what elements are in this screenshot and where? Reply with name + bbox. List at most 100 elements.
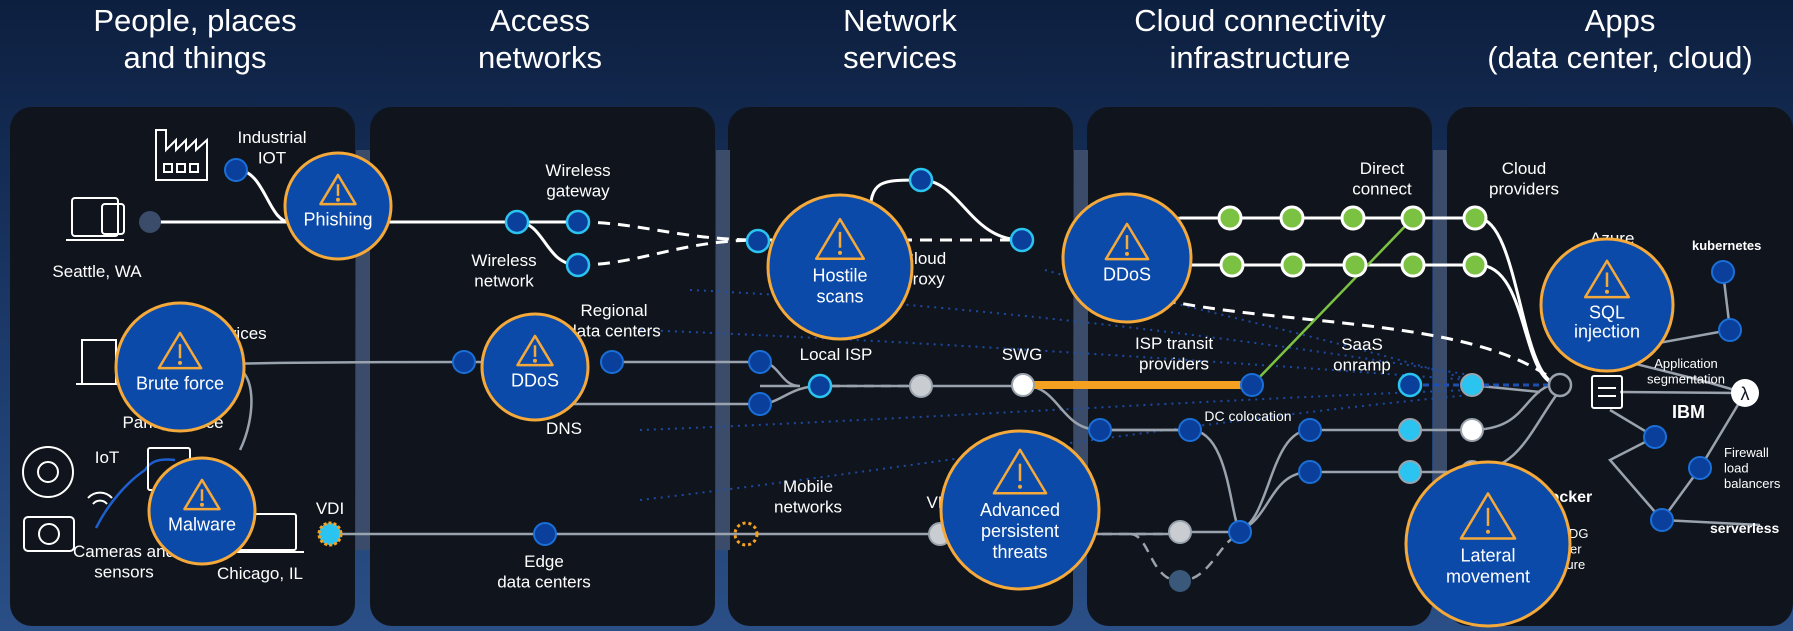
threat-bubble: Brute force: [114, 301, 246, 433]
node: [1217, 205, 1243, 231]
warning-icon: [1459, 492, 1517, 540]
svg-text:λ: λ: [1741, 384, 1750, 404]
node: [807, 373, 833, 399]
label-dns: DNS: [546, 419, 582, 438]
column-title-apps: Apps (data center, cloud): [1487, 3, 1753, 75]
node: [1398, 418, 1422, 442]
node: [1460, 373, 1484, 397]
node: [1711, 260, 1735, 284]
label-local-isp: Local ISP: [800, 345, 873, 364]
node: [1340, 205, 1366, 231]
divider-band: [716, 150, 730, 550]
node: [1397, 372, 1423, 398]
node: [565, 209, 591, 235]
devices-icon: [66, 197, 125, 241]
node: [1400, 205, 1426, 231]
warning-icon: [183, 478, 221, 511]
label-iot: IoT: [95, 448, 120, 467]
node: [1298, 418, 1322, 442]
node: [1168, 520, 1192, 544]
lambda-icon: λ: [1731, 379, 1759, 407]
warning-icon: [516, 334, 554, 367]
node: [1088, 418, 1112, 442]
node: [748, 392, 772, 416]
vdi-node: [317, 521, 343, 547]
node: [908, 167, 934, 193]
label-vdi: VDI: [316, 499, 344, 518]
node: [748, 350, 772, 374]
node: [1298, 460, 1322, 484]
divider-band: [1433, 150, 1447, 550]
warning-icon: [1104, 222, 1150, 261]
node: [452, 350, 476, 374]
column-title-cloud-connectivity: Cloud connectivity infrastructure: [1134, 3, 1386, 75]
node: [1462, 252, 1488, 278]
node: [1178, 418, 1202, 442]
threat-bubble: DDoS: [1061, 192, 1193, 324]
node: [1547, 372, 1573, 398]
logo-kubernetes: kubernetes: [1692, 238, 1761, 253]
node: [1169, 570, 1191, 592]
column-title-access: Access networks: [477, 3, 603, 75]
node: [600, 350, 624, 374]
node: [1643, 425, 1667, 449]
threat-bubble: Malware: [147, 456, 257, 566]
threat-label: DDoS: [511, 370, 559, 390]
warning-icon: [157, 331, 203, 370]
server-icon: [1591, 375, 1623, 409]
node: [1009, 227, 1035, 253]
warning-icon: [814, 217, 866, 261]
node: [139, 211, 161, 233]
node: [1650, 508, 1674, 532]
logo-ibm: IBM: [1672, 402, 1705, 422]
label-chicago: Chicago, IL: [217, 564, 303, 583]
node: [1462, 205, 1488, 231]
node: [1718, 318, 1742, 342]
label-swg: SWG: [1002, 345, 1043, 364]
threat-label: Brute force: [136, 373, 224, 393]
node: [1688, 456, 1712, 480]
label-seattle: Seattle, WA: [52, 262, 142, 281]
wifi-icon: [87, 491, 113, 505]
node: [504, 209, 530, 235]
label-dc-colocation: DC colocation: [1204, 408, 1291, 424]
node: [565, 252, 591, 278]
node: [224, 158, 248, 182]
node: [1280, 252, 1306, 278]
node: [1342, 252, 1368, 278]
node: [733, 521, 759, 547]
node: [1400, 252, 1426, 278]
column-title-people: People, places and things: [93, 3, 297, 75]
warning-icon: [319, 173, 357, 206]
node: [533, 522, 557, 546]
camera-icon: [23, 516, 75, 552]
threat-label: Phishing: [303, 209, 372, 229]
node: [909, 374, 933, 398]
node: [1460, 418, 1484, 442]
node: [1219, 252, 1245, 278]
gear-icon: [22, 446, 74, 498]
node: [745, 228, 771, 254]
threat-bubble: DDoS: [480, 312, 590, 422]
node: [1228, 520, 1252, 544]
node: [1398, 460, 1422, 484]
factory-icon: [155, 129, 208, 181]
threat-label: Malware: [168, 514, 236, 534]
warning-icon: [1583, 259, 1631, 299]
